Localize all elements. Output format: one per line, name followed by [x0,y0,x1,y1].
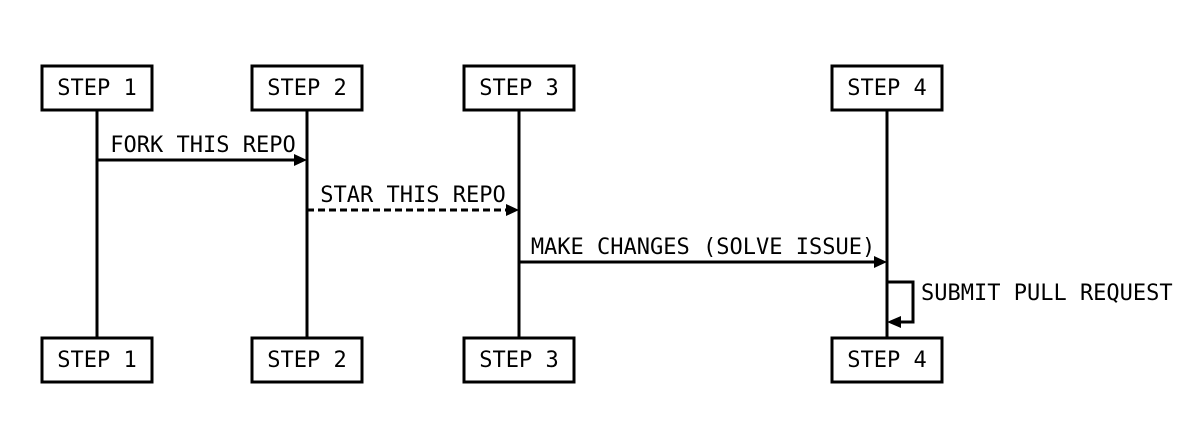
participant-label: STEP 2 [267,348,346,373]
participant-label: STEP 2 [267,76,346,101]
participant-label: STEP 1 [57,348,136,373]
participant-box-step4-bottom[interactable]: STEP 4 [830,336,944,384]
participant-box-rect [462,64,576,112]
message-star-this-repo[interactable]: STAR THIS REPO [307,183,519,216]
arrow-head-icon [874,256,887,268]
participant-box-rect [40,64,154,112]
participant-box-rect [250,336,364,384]
arrow-head-icon [887,316,901,328]
message-label: FORK THIS REPO [110,133,295,158]
message-label: STAR THIS REPO [320,183,505,208]
participant-box-rect [250,64,364,112]
participant-box-rect [830,64,944,112]
participant-box-rect [40,336,154,384]
participant-box-step2-top[interactable]: STEP 2 [250,64,364,112]
message-self-loop-line [887,280,915,324]
participant-label: STEP 3 [479,348,558,373]
message-label: MAKE CHANGES (SOLVE ISSUE) [531,235,875,260]
participant-box-rect [830,336,944,384]
participant-box-step3-bottom[interactable]: STEP 3 [462,336,576,384]
participant-label: STEP 3 [479,76,558,101]
participant-box-rect [462,336,576,384]
participant-label: STEP 4 [847,348,926,373]
participant-box-step1-bottom[interactable]: STEP 1 [40,336,154,384]
participant-label: STEP 1 [57,76,136,101]
arrow-head-icon [506,204,519,216]
participant-box-step3-top[interactable]: STEP 3 [462,64,576,112]
message-label: SUBMIT PULL REQUEST [921,281,1173,306]
arrow-head-icon [294,154,307,166]
participant-label: STEP 4 [847,76,926,101]
message-fork-this-repo[interactable]: FORK THIS REPO [97,133,307,166]
message-submit-pull-request[interactable]: SUBMIT PULL REQUEST [887,280,1173,328]
participant-box-step1-top[interactable]: STEP 1 [40,64,154,112]
participant-box-step4-top[interactable]: STEP 4 [830,64,944,112]
message-make-changes[interactable]: MAKE CHANGES (SOLVE ISSUE) [519,235,887,268]
participant-box-step2-bottom[interactable]: STEP 2 [250,336,364,384]
